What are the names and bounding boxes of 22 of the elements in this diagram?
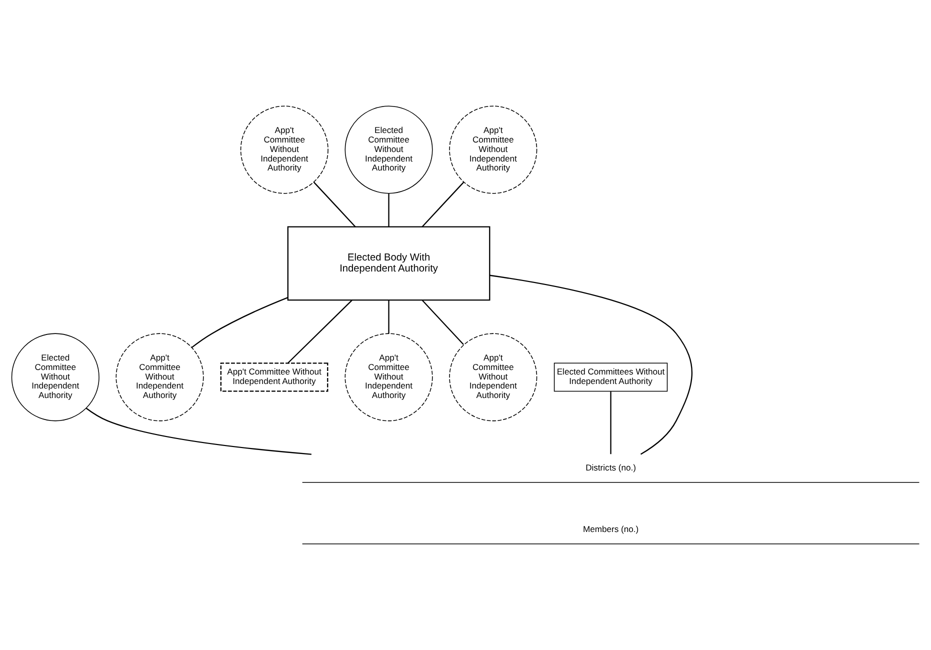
connector: [288, 300, 352, 364]
connector: [422, 300, 464, 345]
connector: [388, 300, 390, 334]
node-circle: Elected Committee Without Independent Authority: [11, 333, 100, 422]
connector: [610, 392, 612, 454]
node-circle: App't Committee Without Independent Authority: [116, 333, 204, 422]
node-circle: Elected Committee Without Independent Authority: [344, 106, 433, 194]
connector: [490, 274, 692, 455]
connector: [192, 297, 288, 348]
connector: [422, 182, 464, 228]
connector: [313, 182, 356, 228]
node-circle: App't Committee Without Independent Authority: [449, 333, 538, 422]
node-text: Members (no.): [582, 524, 639, 534]
node-circle: App't Committee Without Independent Authority: [240, 106, 328, 194]
node-box: Elected Committees Without Independent Authority: [554, 362, 668, 392]
node-box: App't Committee Without Independent Authority: [220, 362, 328, 392]
connector: [86, 408, 312, 455]
node-text: Districts (no.): [586, 462, 636, 473]
connector: [388, 194, 390, 226]
node-circle: App't Committee Without Independent Authority: [449, 106, 538, 194]
node-circle: App't Committee Without Independent Authority: [344, 333, 433, 422]
node-box: Elected Body With Independent Authority: [287, 226, 490, 301]
